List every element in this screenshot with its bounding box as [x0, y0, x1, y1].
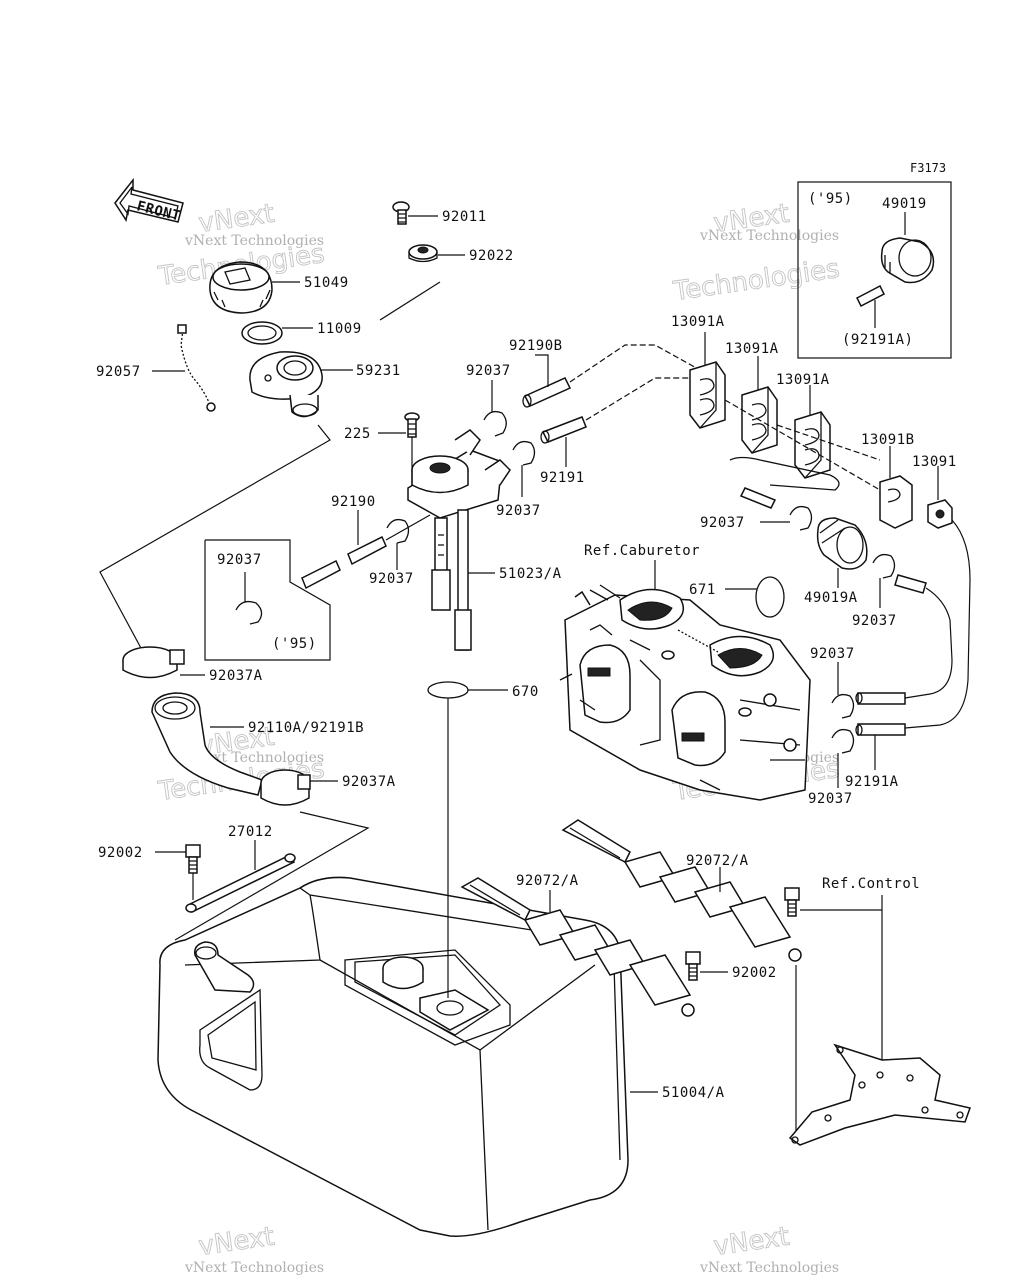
label-51023A: 51023/A	[499, 566, 562, 582]
label-92037A-upper: 92037A	[209, 668, 263, 684]
clip-13091A-3	[794, 411, 831, 479]
clamp-92037-d	[789, 505, 813, 531]
carburetor-assembly	[559, 584, 811, 801]
label-92037A-lower: 92037A	[342, 774, 396, 790]
hose-after-filter	[894, 574, 927, 594]
fuel-cap-51049	[209, 261, 273, 314]
screw-92011	[392, 201, 410, 225]
strap-92072-left	[460, 877, 695, 1017]
label-92037-box: 92037	[217, 552, 262, 568]
clamp-92037-b	[512, 440, 536, 466]
label-92191A-box: (92191A)	[842, 332, 913, 348]
svg-text:vNext Technologies: vNext Technologies	[184, 233, 324, 249]
bolt-ref-control	[784, 887, 800, 917]
strap-92072-right	[561, 819, 802, 962]
label-95-right: ('95)	[808, 191, 853, 207]
label-92190B: 92190B	[509, 338, 563, 354]
label-92057: 92057	[96, 364, 141, 380]
variant-box-95-left: 92037 ('95)	[204, 539, 331, 661]
front-arrow-icon: FRONT	[114, 177, 184, 225]
clamp-92037-g	[831, 728, 855, 754]
clip-13091B	[879, 475, 913, 529]
bolt-92002-right	[685, 951, 701, 981]
label-13091A-1: 13091A	[671, 314, 725, 330]
variant-box-95-right: ('95) 49019 (92191A)	[797, 181, 952, 359]
label-92037-b: 92037	[496, 503, 541, 519]
hose-92110A	[151, 692, 263, 796]
label-ref-control: Ref.Control	[822, 876, 920, 892]
label-49019A: 49019A	[804, 590, 858, 606]
hose-small-filter-in	[739, 487, 777, 509]
clip-13091	[927, 499, 953, 529]
clamp-92037-e	[872, 553, 896, 579]
label-92002-right: 92002	[732, 965, 777, 981]
label-ref-carburetor: Ref.Caburetor	[584, 543, 700, 559]
label-92191: 92191	[540, 470, 585, 486]
hose-92191A	[855, 723, 906, 736]
label-670: 670	[512, 684, 539, 700]
label-13091: 13091	[912, 454, 957, 470]
fuel-valve-51023	[407, 429, 511, 651]
label-95-left: ('95)	[272, 636, 317, 652]
watermark-bottom-left: vNext vNext Technologies	[184, 1221, 324, 1276]
filler-neck-59231	[249, 351, 323, 418]
watermark-bottom-right: vNext vNext Technologies	[699, 1221, 839, 1276]
clamp-92037A-upper	[122, 646, 185, 679]
bolt-92002-left	[185, 844, 201, 874]
hose-carb-upper	[855, 692, 906, 705]
label-92037-a: 92037	[466, 363, 511, 379]
svg-text:vNext Technologies: vNext Technologies	[699, 1260, 839, 1276]
label-92037-e: 92037	[852, 613, 897, 629]
watermark-top-right: vNext Technologies vNext Technologies	[670, 198, 842, 307]
label-92072A-right: 92072/A	[686, 853, 749, 869]
svg-text:vNext: vNext	[197, 1222, 276, 1262]
label-51049: 51049	[304, 275, 349, 291]
clamp-92037A-lower	[260, 769, 311, 806]
hose-92191	[540, 416, 587, 444]
washer-92022	[408, 244, 438, 263]
svg-text:vNext Technologies: vNext Technologies	[699, 228, 839, 244]
label-92191A: 92191A	[845, 774, 899, 790]
label-59231: 59231	[356, 363, 401, 379]
label-27012: 27012	[228, 824, 273, 840]
label-92022: 92022	[469, 248, 514, 264]
label-51004A: 51004/A	[662, 1085, 725, 1101]
o-ring-670	[427, 681, 469, 699]
label-92037-f: 92037	[810, 646, 855, 662]
o-ring-11009	[241, 321, 283, 345]
label-13091A-3: 13091A	[776, 372, 830, 388]
label-13091B: 13091B	[861, 432, 915, 448]
label-92037-g: 92037	[808, 791, 853, 807]
control-bracket	[788, 1043, 971, 1146]
label-92072A-left: 92072/A	[516, 873, 579, 889]
label-49019: 49019	[882, 196, 927, 212]
screw-225	[404, 412, 420, 438]
svg-text:vNext: vNext	[712, 1222, 791, 1262]
clamp-92037-f	[831, 693, 855, 719]
hose-92190B	[522, 377, 572, 408]
figure-id: F3173	[910, 161, 946, 175]
clip-13091A-1	[689, 361, 726, 429]
tether-92057	[177, 324, 216, 412]
label-11009: 11009	[317, 321, 362, 337]
clamp-92037-c	[386, 518, 410, 544]
hose-92190	[301, 535, 387, 590]
o-ring-671	[755, 576, 785, 618]
label-225: 225	[344, 426, 371, 442]
svg-text:vNext Technologies: vNext Technologies	[184, 1260, 324, 1276]
fuel-filter-49019A	[816, 517, 868, 570]
label-92011: 92011	[442, 209, 487, 225]
label-92037-d: 92037	[700, 515, 745, 531]
label-92190: 92190	[331, 494, 376, 510]
clamp-92037-a	[483, 410, 507, 437]
label-671: 671	[689, 582, 716, 598]
label-92002-left: 92002	[98, 845, 143, 861]
label-13091A-2: 13091A	[725, 341, 779, 357]
strap-27012	[185, 853, 296, 913]
fuel-tank-51004	[157, 876, 629, 1237]
label-92037-c: 92037	[369, 571, 414, 587]
svg-text:Technologies: Technologies	[671, 254, 842, 307]
label-92110A: 92110A/92191B	[248, 720, 364, 736]
